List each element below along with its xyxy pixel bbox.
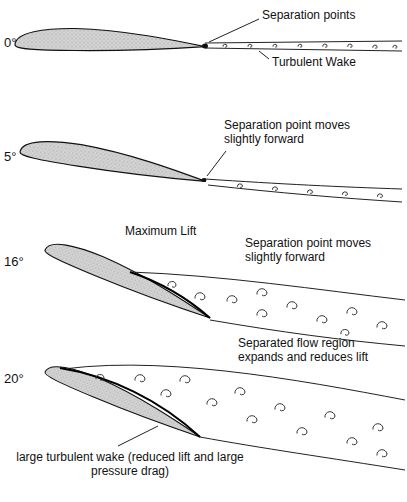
eddy-curl	[247, 416, 257, 423]
eddy-curl	[168, 282, 176, 288]
eddy-curl	[298, 44, 302, 47]
eddy-curl	[307, 190, 312, 194]
eddy-curl	[347, 438, 357, 445]
separated-surface	[60, 368, 200, 437]
airfoil	[19, 135, 208, 186]
eddy-curl	[273, 44, 277, 47]
turbulent-wake	[130, 272, 405, 346]
annotation-label: Separated flow region expands and reduce…	[238, 336, 388, 364]
annotation-label: large turbulent wake (reduced lift and l…	[15, 450, 245, 478]
leader-line	[209, 19, 259, 42]
annotation-label: Separation point moves slightly forward	[224, 118, 374, 146]
airfoil	[43, 235, 216, 322]
eddy-curl	[223, 44, 227, 47]
eddy-curl	[207, 399, 217, 406]
eddy-curl	[248, 44, 252, 47]
eddy-curl	[373, 424, 383, 431]
leader-line	[118, 426, 158, 446]
eddy-curl	[180, 376, 190, 383]
eddy-curl	[257, 289, 267, 296]
eddy-curl	[377, 194, 382, 198]
angle-label: 5°	[4, 150, 16, 164]
eddy-curl	[325, 412, 335, 419]
annotation-label: Turbulent Wake	[272, 55, 356, 69]
eddy-curl	[317, 316, 327, 323]
eddy-curl	[297, 428, 307, 435]
eddy-curl	[96, 375, 104, 381]
eddy-curl	[275, 404, 285, 411]
separated-surface	[130, 272, 210, 318]
eddy-curl	[235, 388, 245, 395]
eddy-curl	[377, 450, 387, 457]
angle-label: 20°	[4, 372, 24, 386]
eddy-curl	[195, 293, 205, 300]
eddy-curl	[348, 44, 352, 47]
eddy-curl	[287, 302, 297, 309]
separation-point	[202, 178, 207, 182]
eddy-curl	[342, 192, 347, 196]
eddy-curl	[393, 45, 397, 48]
eddy-curl	[135, 375, 145, 382]
heading-label: Maximum Lift	[125, 224, 196, 238]
eddy-curl	[272, 187, 277, 191]
eddy-curl	[237, 184, 242, 188]
eddy-curl	[257, 310, 267, 317]
angle-label: 0°	[4, 36, 16, 50]
airfoil	[43, 358, 206, 441]
eddy-curl	[377, 322, 387, 329]
leader-line	[259, 51, 269, 59]
eddy-curl	[373, 45, 377, 48]
eddy-curl	[227, 296, 237, 303]
wake-eddies	[96, 44, 397, 457]
eddy-curl	[347, 308, 357, 315]
airfoil	[15, 28, 205, 52]
eddy-curl	[161, 390, 171, 397]
leader-line	[207, 151, 226, 176]
annotation-label: Separation points	[262, 8, 355, 22]
eddy-curl	[323, 44, 327, 47]
turbulent-wake	[205, 179, 402, 202]
turbulent-wake	[205, 41, 402, 51]
eddy-curl	[341, 330, 349, 336]
angle-label: 16°	[4, 255, 24, 269]
annotation-label: Separation point moves slightly forward	[245, 236, 395, 264]
separation-point	[202, 44, 208, 49]
